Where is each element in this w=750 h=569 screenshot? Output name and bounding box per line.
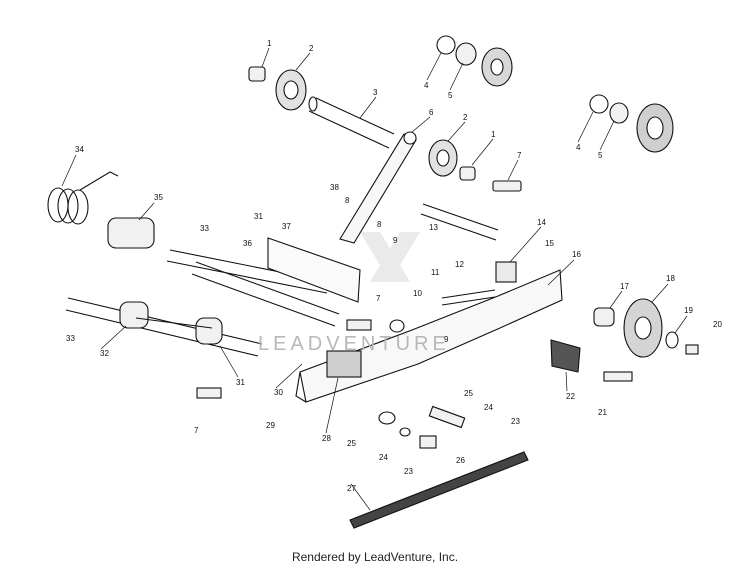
watermark-logo <box>360 232 420 282</box>
callout-23b: 23 <box>404 467 413 476</box>
callout-2b: 2 <box>463 113 468 122</box>
footer-credit: Rendered by LeadVenture, Inc. <box>291 550 459 564</box>
callout-29: 29 <box>266 421 275 430</box>
callout-21: 21 <box>598 408 607 417</box>
callout-13: 13 <box>429 223 438 232</box>
part-34-torsion-spring[interactable] <box>47 171 119 225</box>
callout-18: 18 <box>666 274 675 283</box>
part-33-rear-shaft[interactable] <box>65 297 263 357</box>
part-17-spacer[interactable] <box>593 307 615 327</box>
callout-38: 38 <box>330 183 339 192</box>
callout-9b: 9 <box>444 335 449 344</box>
part-16-slide-rail[interactable] <box>295 269 563 403</box>
callout-7c: 7 <box>194 426 199 435</box>
callout-25: 25 <box>464 389 473 398</box>
leader-lines <box>61 47 688 511</box>
callout-37: 37 <box>282 222 291 231</box>
watermark-text: LEADVENTURE <box>258 333 450 355</box>
callout-1: 1 <box>267 39 272 48</box>
callout-7b: 7 <box>517 151 522 160</box>
callout-22: 22 <box>566 392 575 401</box>
callout-1b: 1 <box>491 130 496 139</box>
part-25-washer[interactable] <box>378 411 396 425</box>
callout-12: 12 <box>455 260 464 269</box>
callout-23: 23 <box>511 417 520 426</box>
part-31-front-arm[interactable] <box>267 237 361 303</box>
callout-7: 7 <box>376 294 381 303</box>
part-5-spacer-right[interactable] <box>609 102 629 124</box>
callout-5: 5 <box>448 91 453 100</box>
callout-16: 16 <box>572 250 581 259</box>
part-4-snap-ring-right[interactable] <box>589 94 609 114</box>
callout-4b: 4 <box>576 143 581 152</box>
callout-4: 4 <box>424 81 429 90</box>
part-24-nut[interactable] <box>399 427 411 437</box>
part-14-pivot[interactable] <box>495 261 517 283</box>
part-1-bushing[interactable] <box>248 66 266 82</box>
callout-30: 30 <box>274 388 283 397</box>
callout-31: 31 <box>254 212 263 221</box>
callout-31b: 31 <box>236 378 245 387</box>
callout-28: 28 <box>322 434 331 443</box>
callout-8b: 8 <box>377 220 382 229</box>
callout-24b: 24 <box>379 453 388 462</box>
callout-11: 11 <box>431 268 440 277</box>
part-32-rear-arm[interactable] <box>119 301 223 345</box>
part-18-rear-wheel[interactable] <box>623 298 663 358</box>
callout-labels: 1 2 3 4 5 6 20 4 5 1 2 7 38 8 8 9 34 35 … <box>66 39 722 493</box>
part-7-bolt-left[interactable] <box>196 387 222 399</box>
callout-17: 17 <box>620 282 629 291</box>
part-4-snap-ring[interactable] <box>436 35 456 55</box>
part-26-bolt[interactable] <box>428 405 466 429</box>
part-7-bolt-top[interactable] <box>492 180 522 192</box>
part-35-bushing[interactable] <box>107 217 155 249</box>
part-1-bushing-mid[interactable] <box>459 166 476 181</box>
part-7-bolt-mid[interactable] <box>346 319 372 331</box>
callout-32: 32 <box>100 349 109 358</box>
part-13-shock-shaft[interactable] <box>420 203 499 241</box>
callout-2: 2 <box>309 44 314 53</box>
callout-33b: 33 <box>66 334 75 343</box>
part-10-washer[interactable] <box>389 319 405 333</box>
part-21-bolt[interactable] <box>603 371 633 382</box>
part-idler-wheel-top-right[interactable] <box>481 47 513 87</box>
callout-10: 10 <box>413 289 422 298</box>
part-11-bolt[interactable] <box>441 289 496 306</box>
callout-20: 20 <box>713 320 722 329</box>
callout-15: 15 <box>545 239 554 248</box>
callout-9: 9 <box>393 236 398 245</box>
part-2-idler-wheel[interactable] <box>275 69 307 111</box>
callout-26: 26 <box>456 456 465 465</box>
part-19-washer[interactable] <box>665 331 679 349</box>
callout-19: 19 <box>684 306 693 315</box>
callout-14: 14 <box>537 218 546 227</box>
callout-36: 36 <box>243 239 252 248</box>
callout-33: 33 <box>200 224 209 233</box>
callout-8: 8 <box>345 196 350 205</box>
part-3-axle[interactable] <box>308 96 395 149</box>
part-28-bracket[interactable] <box>326 350 362 378</box>
callout-27: 27 <box>347 484 356 493</box>
part-20-bolt[interactable] <box>685 344 699 355</box>
part-27-wear-strip[interactable] <box>349 451 529 529</box>
part-2-idler-wheel-mid[interactable] <box>428 139 458 177</box>
callout-34: 34 <box>75 145 84 154</box>
callout-6: 6 <box>429 108 434 117</box>
part-22-rear-block[interactable] <box>550 339 581 373</box>
part-rear-idler-wheel[interactable] <box>636 103 674 153</box>
part-6-link-arm[interactable] <box>339 131 417 244</box>
callout-25b: 25 <box>347 439 356 448</box>
part-23-bolt[interactable] <box>419 435 437 449</box>
callout-5b: 5 <box>598 151 603 160</box>
callout-3: 3 <box>373 88 378 97</box>
callout-35: 35 <box>154 193 163 202</box>
callout-24: 24 <box>484 403 493 412</box>
part-5-spacer[interactable] <box>455 42 477 66</box>
